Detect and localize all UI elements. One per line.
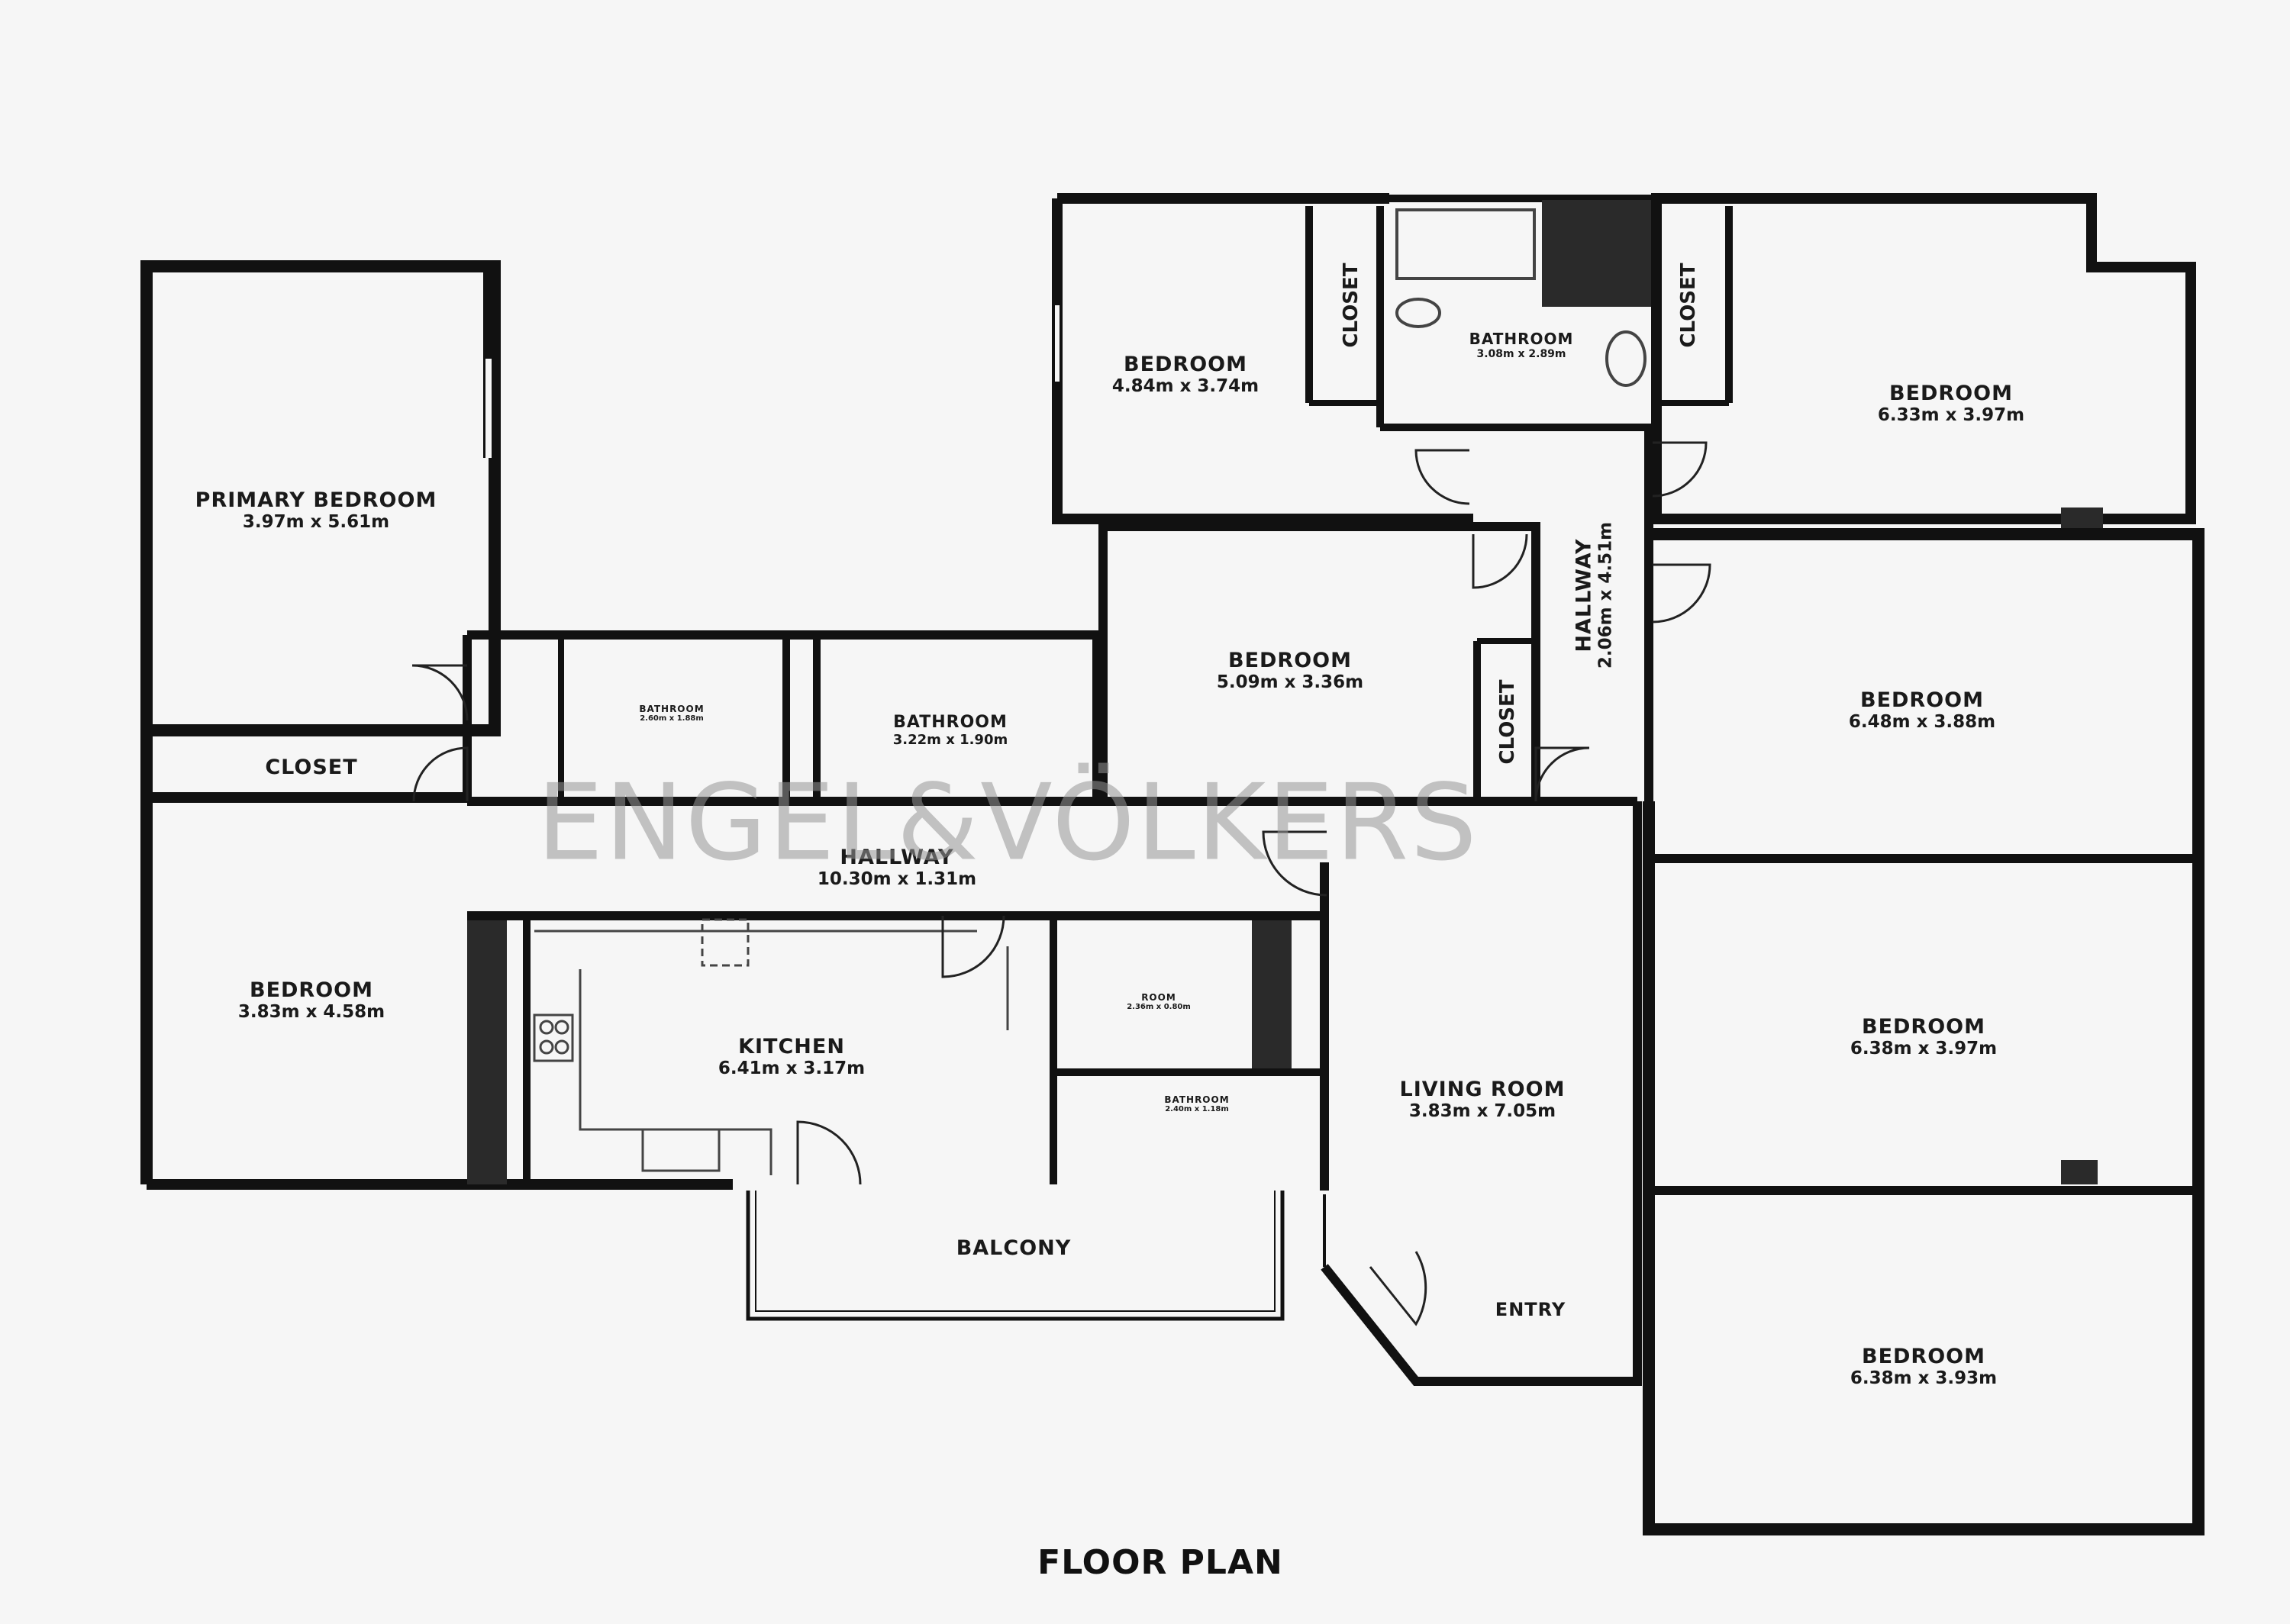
room-name: BALCONY — [956, 1236, 1072, 1260]
room-name: BEDROOM — [250, 978, 373, 1002]
bathroom-mid-label: BATHROOM 3.22m x 1.90m — [893, 713, 1008, 748]
hallway-main-label: HALLWAY 10.30m x 1.31m — [818, 846, 976, 889]
room-dims: 2.06m x 4.51m — [1595, 521, 1616, 669]
living-room-label: LIVING ROOM 3.83m x 7.05m — [1400, 1078, 1566, 1121]
bedroom-top-right-label: BEDROOM 6.33m x 3.97m — [1878, 382, 2024, 425]
room-name: BEDROOM — [1860, 688, 1984, 712]
entry-label: ENTRY — [1495, 1299, 1566, 1320]
room-name: BEDROOM — [1889, 382, 2013, 405]
closet-top-b-label: CLOSET — [1677, 263, 1700, 348]
room-name: ROOM — [1141, 992, 1176, 1003]
room-dims: 6.38m x 3.97m — [1850, 1039, 1998, 1058]
primary-bedroom-label: PRIMARY BEDROOM 3.97m x 5.61m — [195, 488, 437, 532]
room-dims: 3.22m x 1.90m — [892, 732, 1008, 748]
bedroom-center-label: BEDROOM 5.09m x 3.36m — [1217, 649, 1363, 692]
room-name: BEDROOM — [1228, 649, 1352, 672]
room-dims: 3.83m x 7.05m — [1408, 1101, 1556, 1121]
room-name: HALLWAY — [840, 846, 954, 869]
bedroom-right-3-label: BEDROOM 6.38m x 3.93m — [1850, 1345, 1997, 1388]
room-dims: 10.30m x 1.31m — [817, 869, 977, 889]
hallway-vertical-label: HALLWAY 2.06m x 4.51m — [1572, 522, 1616, 669]
room-name: BATHROOM — [1164, 1094, 1230, 1105]
room-dims: 2.36m x 0.80m — [1127, 1003, 1191, 1011]
kitchen-label: KITCHEN 6.41m x 3.17m — [718, 1035, 865, 1078]
watermark-logo-text: ENGEL&VÖLKERS — [537, 761, 1479, 884]
room-dims: 3.97m x 5.61m — [242, 512, 390, 532]
room-dims: 6.38m x 3.93m — [1850, 1368, 1998, 1388]
column-mid — [1252, 916, 1292, 1068]
bathroom-small-label: BATHROOM 2.60m x 1.88m — [639, 704, 704, 723]
balcony-label: BALCONY — [956, 1236, 1072, 1260]
room-name: BEDROOM — [1124, 353, 1247, 376]
room-name: PRIMARY BEDROOM — [195, 488, 437, 512]
bathroom-kitchen-label: BATHROOM 2.40m x 1.18m — [1164, 1094, 1229, 1113]
room-dims: 6.48m x 3.88m — [1848, 712, 1996, 732]
room-name: BEDROOM — [1862, 1345, 1985, 1368]
room-name: BATHROOM — [1469, 330, 1574, 348]
room-dims: 5.09m x 3.36m — [1216, 672, 1364, 692]
bedroom-right-1-label: BEDROOM 6.48m x 3.88m — [1849, 688, 1995, 732]
room-name: BATHROOM — [893, 713, 1008, 732]
room-dims: 3.83m x 4.58m — [237, 1002, 385, 1022]
closet-top-a-label: CLOSET — [1340, 263, 1363, 348]
room-dims: 2.40m x 1.18m — [1165, 1105, 1229, 1113]
room-name: LIVING ROOM — [1399, 1078, 1566, 1101]
balcony-outline — [746, 1191, 1285, 1321]
room-dims: 4.84m x 3.74m — [1111, 376, 1260, 396]
room-name: BEDROOM — [1862, 1015, 1985, 1039]
bathroom-top-label: BATHROOM 3.08m x 2.89m — [1469, 330, 1574, 360]
room-name: BATHROOM — [639, 704, 705, 714]
room-small-label: ROOM 2.36m x 0.80m — [1127, 992, 1191, 1011]
living-room-walls — [1320, 801, 1642, 1386]
room-name: HALLWAY — [1572, 538, 1596, 652]
room-name: CLOSET — [265, 756, 358, 779]
room-name: ENTRY — [1495, 1299, 1566, 1320]
bedroom-top-right-walls — [1651, 193, 2196, 524]
room-name: KITCHEN — [738, 1035, 845, 1058]
bedroom-right-2-label: BEDROOM 6.38m x 3.97m — [1850, 1015, 1997, 1058]
door-swings — [411, 441, 1711, 1326]
closet-center-label: CLOSET — [1496, 679, 1519, 765]
primary-bedroom-walls — [140, 260, 501, 1184]
bedroom-center-walls — [1098, 519, 1540, 801]
bedroom-top-left-label: BEDROOM 4.84m x 3.74m — [1112, 353, 1259, 396]
room-dims: 2.60m x 1.88m — [640, 714, 704, 723]
room-dims: 3.08m x 2.89m — [1476, 348, 1566, 360]
room-dims: 6.41m x 3.17m — [718, 1058, 866, 1078]
bedroom-left-label: BEDROOM 3.83m x 4.58m — [238, 978, 385, 1022]
column-left — [467, 916, 507, 1184]
plan-title: FLOOR PLAN — [1037, 1543, 1283, 1582]
closet-left-label: CLOSET — [265, 756, 357, 779]
room-dims: 6.33m x 3.97m — [1877, 405, 2025, 425]
